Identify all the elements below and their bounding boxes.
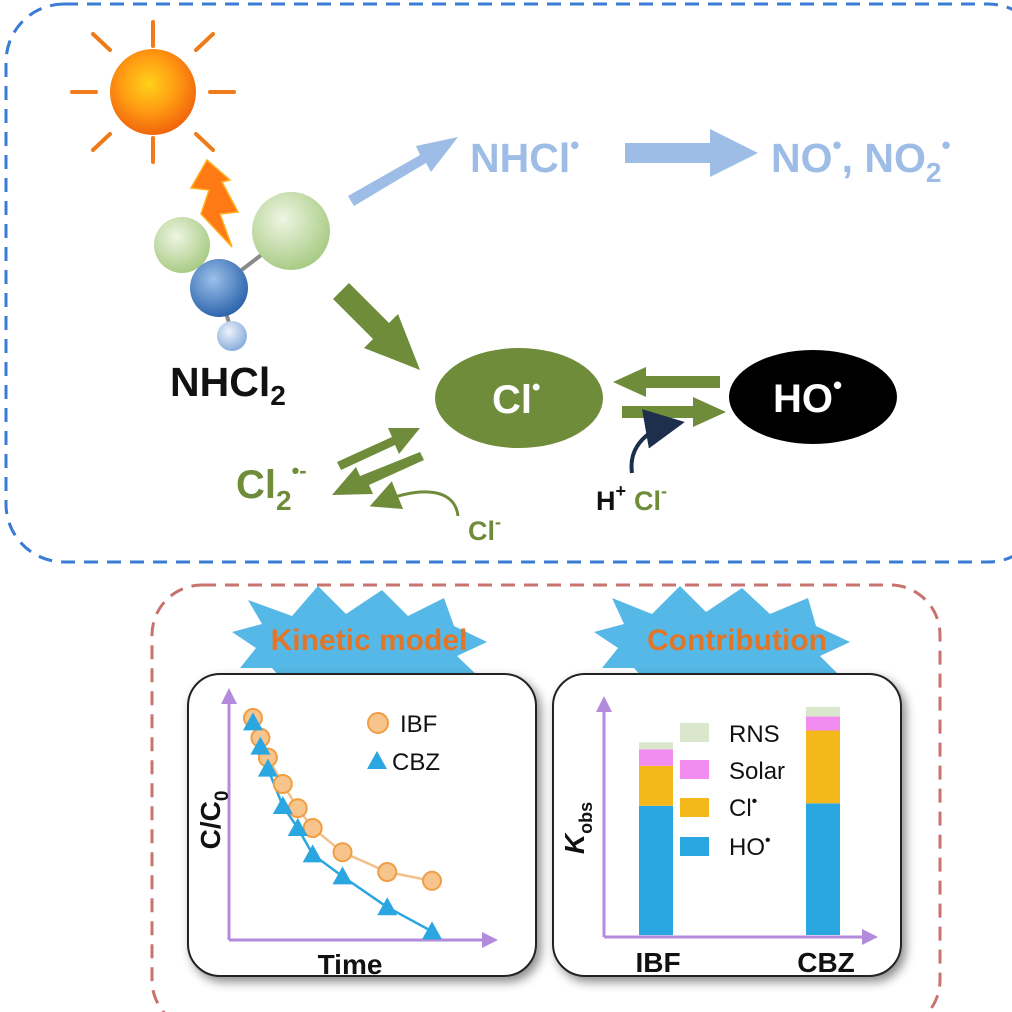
kinetic-panel: [187, 673, 537, 977]
legend-label-ho-radical: HO•: [729, 832, 771, 861]
data-point-ibf: [302, 818, 323, 838]
kinetic-axes: [221, 688, 498, 948]
legend-label-rns: RNS: [729, 721, 780, 748]
data-point-cbz: [272, 796, 293, 814]
ho-radical-label: HO•: [773, 370, 842, 421]
bar-segment-ibf-3: [639, 742, 673, 750]
blue-arrow-to-nhcl-radical: [348, 137, 458, 206]
legend-label-solar: Solar: [729, 758, 785, 785]
kinetic-title-burst: [232, 586, 487, 692]
data-point-ibf: [287, 798, 308, 819]
data-point-ibf: [377, 862, 398, 882]
no-products-label: NO•, NO2•: [771, 130, 951, 188]
blue-arrow-to-no-products: [625, 129, 758, 177]
data-point-cbz: [332, 866, 353, 885]
sun-icon: [70, 20, 236, 164]
legend-label-cl-radical: Cl•: [729, 793, 757, 822]
bar-segment-ibf-1: [639, 765, 673, 806]
bar-segment-cbz-1: [806, 730, 840, 804]
contribution-legend: RNS Solar Cl• HO•: [680, 721, 785, 861]
category-label-ibf: IBF: [635, 947, 680, 978]
data-point-ibf: [272, 774, 293, 794]
legend-marker-ibf: [367, 712, 389, 734]
data-point-cbz: [243, 712, 263, 731]
contribution-axes: [596, 696, 878, 945]
hcl-curved-arrow: [629, 409, 685, 474]
legend-marker-cbz: [367, 751, 387, 769]
top-dashed-frame: [4, 2, 1012, 564]
h-plus-cl-minus-label: H+Cl-: [596, 481, 667, 516]
legend-swatch-cl-radical: [680, 798, 709, 817]
legend-swatch-solar: [680, 760, 709, 779]
category-label-cbz: CBZ: [797, 947, 855, 978]
legend-label-cbz: CBZ: [392, 749, 440, 776]
kinetic-plot-area: [243, 708, 442, 940]
bar-segment-cbz-2: [806, 716, 840, 731]
bar-segment-cbz-0: [806, 803, 840, 935]
data-point-cbz: [377, 897, 398, 916]
kinetic-legend: IBF CBZ: [367, 711, 440, 776]
bar-segment-cbz-3: [806, 707, 840, 717]
contribution-title-burst: [594, 586, 850, 692]
cl-radical-node: [435, 348, 603, 448]
lightning-bolt-icon: [189, 158, 240, 248]
kinetic-y-axis-label: C/C0: [195, 791, 233, 850]
kinetic-x-axis-label: Time: [318, 949, 383, 980]
bar-segment-ibf-0: [639, 805, 673, 936]
data-point-cbz: [287, 818, 308, 836]
equilibrium-arrows-cl-ho: [613, 367, 726, 427]
data-point-cbz: [250, 736, 271, 755]
contribution-plot-area: [639, 707, 840, 936]
nhcl2-molecule-icon: [154, 192, 330, 351]
cl2-radical-label: Cl2•-: [236, 458, 307, 516]
equilibrium-arrows-cl2-cl: [332, 428, 424, 495]
kinetic-model-title: Kinetic model: [271, 624, 468, 657]
chloride-label: Cl-: [468, 512, 501, 546]
contribution-title: Contribution: [647, 624, 827, 657]
data-point-ibf: [332, 842, 353, 863]
nhcl2-label: NHCl2: [170, 359, 286, 411]
ho-radical-node: [729, 350, 897, 444]
bottom-dashed-frame: [150, 583, 942, 1012]
legend-label-ibf: IBF: [400, 711, 437, 738]
legend-swatch-ho-radical: [680, 837, 709, 856]
bar-segment-ibf-2: [639, 749, 673, 766]
data-point-ibf: [422, 870, 442, 891]
nhcl-radical-label: NHCl•: [470, 130, 579, 181]
chloride-curved-arrow: [369, 481, 460, 517]
contribution-y-axis-label: Kobs: [559, 802, 596, 854]
data-point-cbz: [302, 844, 323, 863]
green-arrow-to-cl-radical: [333, 283, 420, 370]
cl-radical-label: Cl•: [492, 374, 540, 422]
legend-swatch-rns: [680, 723, 709, 742]
data-point-cbz: [257, 758, 278, 777]
data-point-cbz: [422, 921, 442, 940]
